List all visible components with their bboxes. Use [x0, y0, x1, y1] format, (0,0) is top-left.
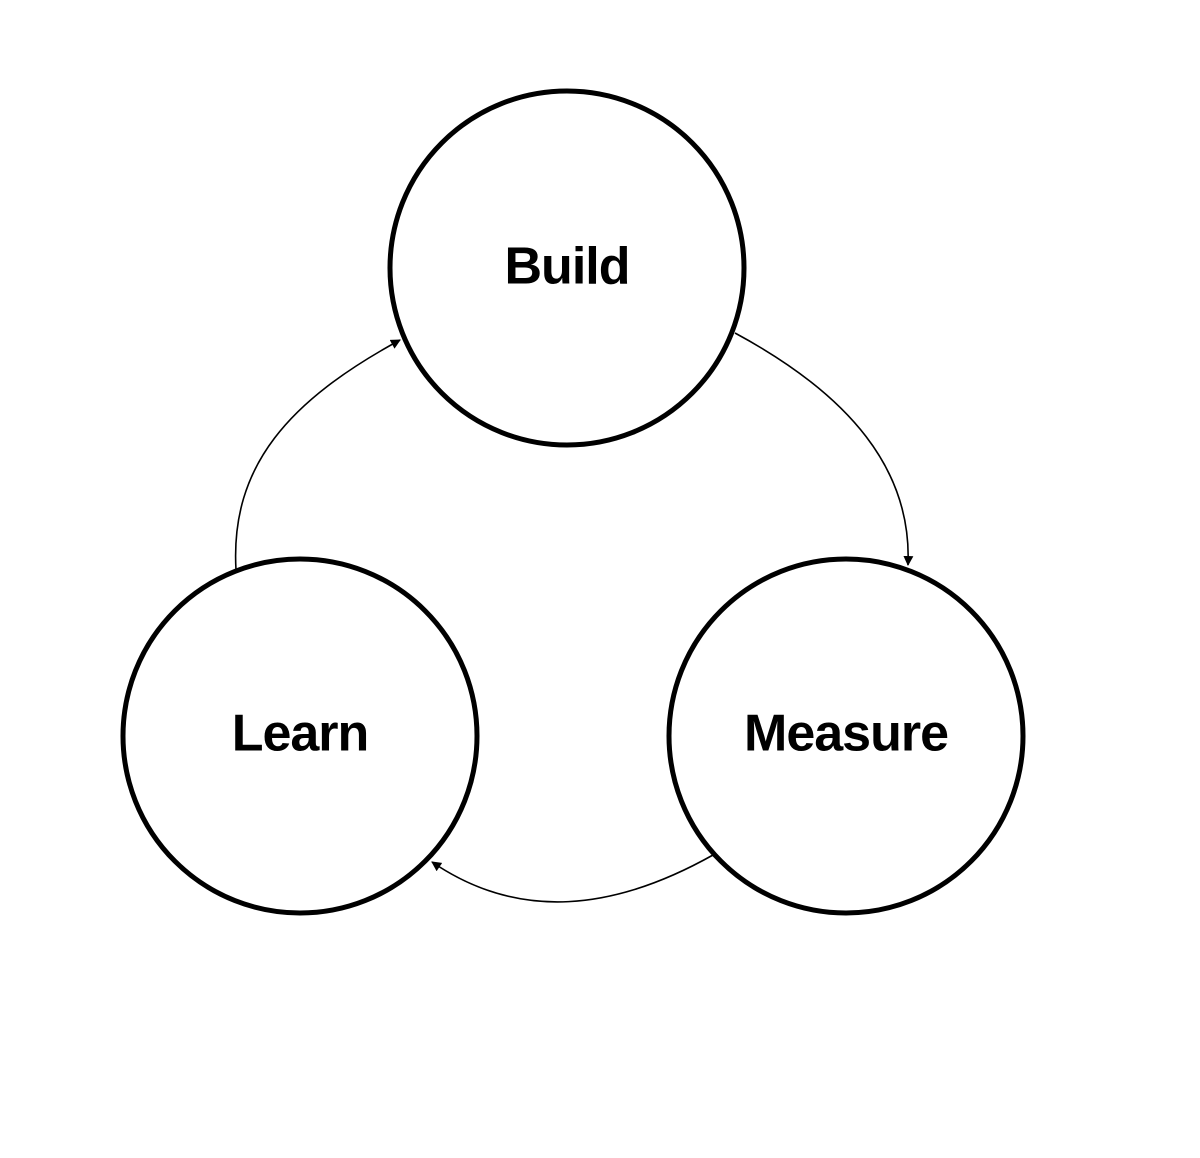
node-learn: Learn	[120, 556, 480, 916]
learn-label: Learn	[232, 705, 369, 763]
arrow-build-to-measure	[734, 332, 914, 566]
node-build: Build	[387, 88, 747, 448]
node-measure: Measure	[666, 556, 1026, 916]
build-circle	[387, 88, 747, 448]
measure-label: Measure	[744, 705, 948, 763]
build-label: Build	[505, 238, 630, 296]
arrow-learn-to-build	[234, 339, 401, 571]
arrow-measure-to-learn	[431, 854, 714, 903]
measure-circle	[666, 556, 1026, 916]
learn-circle	[120, 556, 480, 916]
